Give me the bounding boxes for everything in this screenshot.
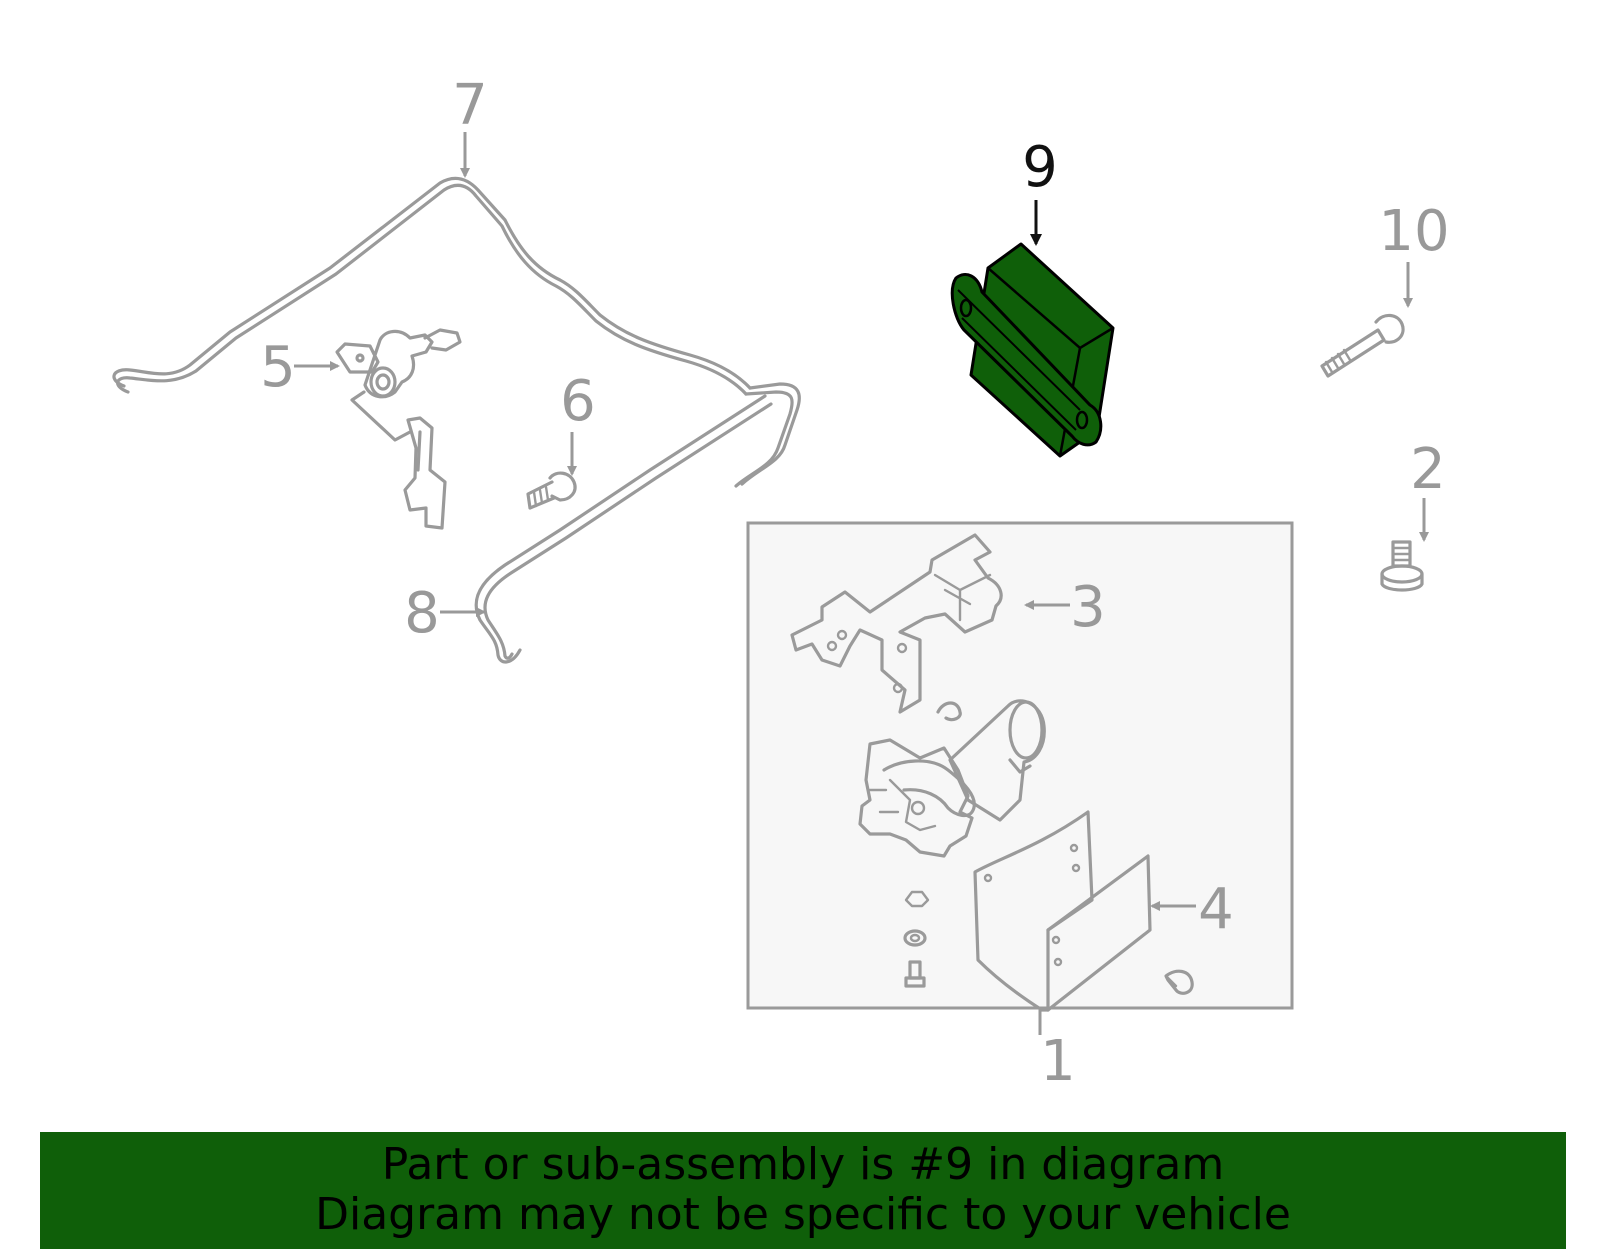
banner-line-1: Part or sub-assembly is #9 in diagram [381, 1139, 1225, 1190]
callout-8: 8 [404, 581, 440, 646]
info-banner: Part or sub-assembly is #9 in diagram Di… [40, 1132, 1566, 1249]
part-5-height-sensor [335, 328, 462, 530]
part-9-control-module [950, 242, 1115, 458]
subassembly-box [746, 521, 1294, 1010]
part-3-bracket [790, 533, 1003, 714]
part-7-wire-harness [112, 176, 801, 488]
part-2-bolt [1380, 540, 1424, 592]
callout-7: 7 [452, 73, 488, 138]
part-8-line [474, 394, 773, 664]
part-1-compressor [858, 699, 1046, 858]
part-6-bolt [526, 471, 577, 510]
callout-2: 2 [1410, 437, 1446, 502]
part-4-shield [973, 810, 1152, 1012]
callout-4: 4 [1198, 877, 1234, 942]
part-10-bolt [1320, 313, 1405, 378]
subassembly-hardware [903, 890, 1194, 995]
callout-1: 1 [1040, 1029, 1076, 1094]
banner-line-2: Diagram may not be specific to your vehi… [315, 1189, 1291, 1240]
callout-9: 9 [1022, 135, 1058, 200]
callout-6: 6 [560, 369, 596, 434]
callout-5: 5 [260, 335, 296, 400]
callout-3: 3 [1070, 575, 1106, 640]
callout-10: 10 [1378, 199, 1449, 264]
